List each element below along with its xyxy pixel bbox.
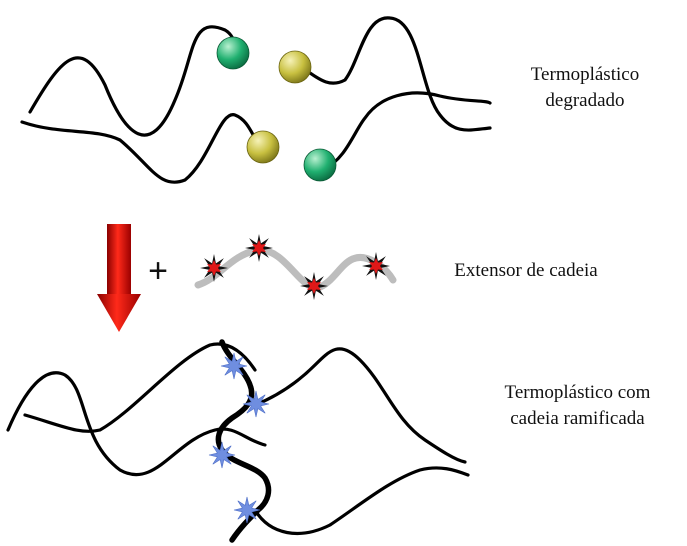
chain-segment-lower-left <box>20 113 260 184</box>
junction-star <box>220 352 248 380</box>
label-degraded-line-1: Termoplástico <box>530 64 640 85</box>
chain-segment-lower-right <box>323 91 492 170</box>
green-end-group <box>303 148 337 182</box>
branched-polymer <box>6 339 470 543</box>
reactive-site-star <box>245 234 273 262</box>
down-arrow <box>97 224 141 332</box>
extender-backbone <box>194 246 397 292</box>
label-degraded-thermoplastic: Termoplástico degradado <box>500 62 670 114</box>
yellow-end-group <box>278 50 312 84</box>
label-branched-line-1: Termoplástico com <box>504 382 651 403</box>
label-degraded-line-2: degradado <box>545 90 625 111</box>
reactive-site-star <box>200 254 228 282</box>
junction-star <box>208 441 236 469</box>
green-end-group <box>216 36 250 70</box>
label-branched-thermoplastic: Termoplástico com cadeia ramificada <box>470 380 685 432</box>
reactive-site-star <box>300 272 328 300</box>
plus-sign: + <box>148 252 168 290</box>
label-branched-line-2: cadeia ramificada <box>510 408 645 429</box>
branched-chain-left-lower <box>23 342 257 433</box>
yellow-end-group <box>246 130 280 164</box>
chain-extender <box>194 234 397 300</box>
label-chain-extender: Extensor de cadeia <box>454 260 598 281</box>
junction-star <box>233 496 261 524</box>
reactive-site-star <box>362 252 390 280</box>
junction-star <box>242 390 270 418</box>
branched-chain-right <box>253 347 467 464</box>
chain-segment-upper-left <box>28 25 238 137</box>
chain-segment-upper-right <box>301 16 492 132</box>
branched-chain-bottom <box>253 466 470 535</box>
degraded-polymer <box>20 16 492 184</box>
